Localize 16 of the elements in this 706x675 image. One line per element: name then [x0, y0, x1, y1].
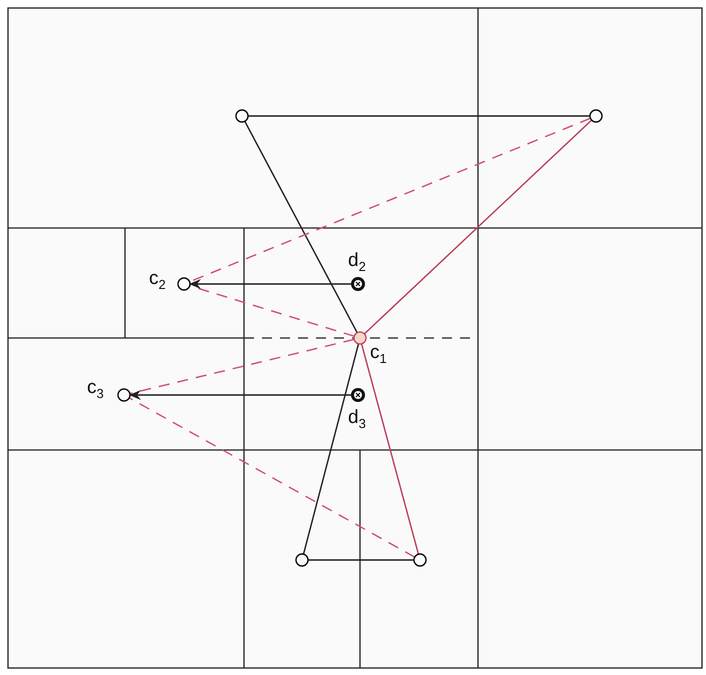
point-label: d$_{2}$	[348, 250, 366, 276]
point-label: c$_{1}$	[370, 342, 387, 368]
point-label: c$_{3}$	[87, 377, 104, 403]
arrow	[189, 279, 352, 289]
connector-line	[248, 115, 590, 117]
point-label: c$_{2}$	[149, 268, 166, 294]
dashed-line	[190, 285, 354, 337]
connector-line	[244, 120, 358, 334]
connector-line	[302, 344, 360, 554]
connector-line	[364, 120, 592, 334]
connector-line	[308, 559, 414, 561]
dashed-line	[128, 397, 416, 558]
connector-line	[360, 344, 420, 554]
arrow	[129, 390, 352, 400]
point-label: d$_{3}$	[348, 407, 366, 433]
dashed-line	[130, 338, 354, 394]
